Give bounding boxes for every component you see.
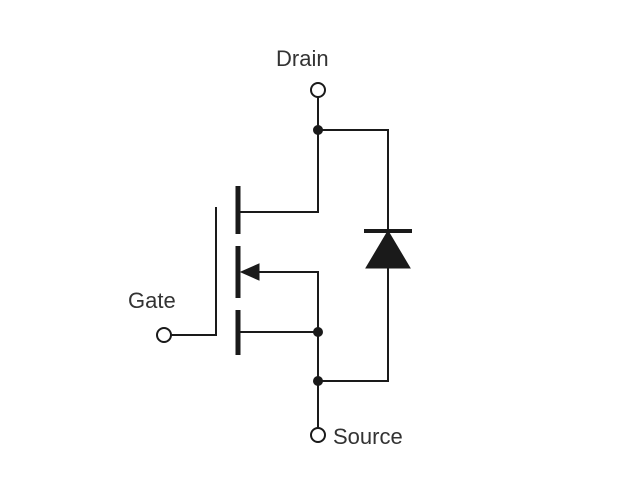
- gate-label: Gate: [128, 288, 176, 313]
- source-terminal: [310, 427, 326, 443]
- drain-terminal: [310, 82, 326, 98]
- drain-junction: [313, 125, 323, 135]
- gate-terminal: [156, 327, 172, 343]
- source-label: Source: [333, 424, 403, 449]
- source-body-junction: [313, 327, 323, 337]
- body-arrow-icon: [239, 263, 260, 281]
- source-diode-junction: [313, 376, 323, 386]
- diode-triangle: [365, 230, 411, 269]
- drain-label: Drain: [276, 46, 329, 71]
